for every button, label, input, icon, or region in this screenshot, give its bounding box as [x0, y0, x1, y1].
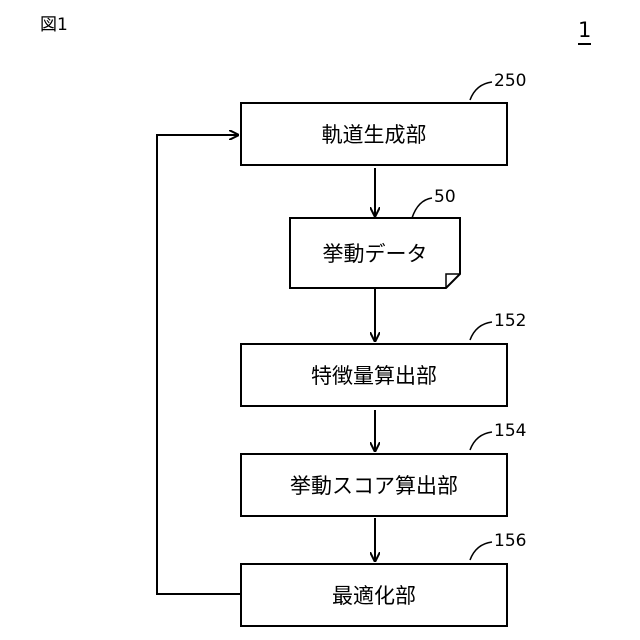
feedback-loop-arrow [157, 135, 240, 594]
ref-250: 250 [494, 71, 526, 91]
optimizer-box: 最適化部 [240, 563, 508, 627]
behavior-data-document: 挙動データ [290, 218, 460, 288]
behavior-score-label: 挙動スコア算出部 [290, 470, 458, 500]
leader-250 [470, 82, 492, 100]
ref-50: 50 [434, 187, 456, 207]
behavior-data-label: 挙動データ [323, 238, 428, 268]
ref-154: 154 [494, 421, 526, 441]
leader-152 [470, 322, 492, 340]
behavior-score-box: 挙動スコア算出部 [240, 453, 508, 517]
feature-calculator-label: 特徴量算出部 [311, 360, 437, 390]
trajectory-generator-box: 軌道生成部 [240, 102, 508, 166]
leader-50 [412, 198, 432, 218]
leader-156 [470, 542, 492, 560]
trajectory-generator-label: 軌道生成部 [322, 119, 427, 149]
ref-156: 156 [494, 531, 526, 551]
leader-154 [470, 432, 492, 450]
feature-calculator-box: 特徴量算出部 [240, 343, 508, 407]
ref-152: 152 [494, 311, 526, 331]
optimizer-label: 最適化部 [332, 580, 416, 610]
